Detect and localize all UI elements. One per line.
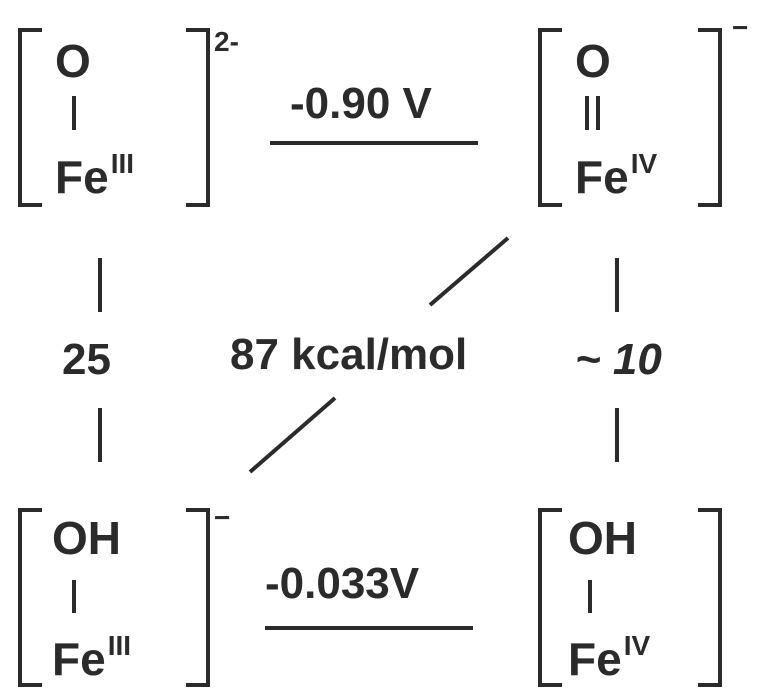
left-pka-value: 25 [62,335,111,384]
hydroxo-fe4-ligand: OH [568,512,637,564]
bracket-left-hydroxo-fe4 [538,508,562,687]
hydroxo-fe4-metal-symbol: Fe [568,633,622,685]
hydroxo-fe3-ligand: OH [52,512,121,564]
hydroxo-fe4-oxidation-state: IV [623,630,651,661]
oxo-fe3-metal-symbol: Fe [55,151,109,203]
oxo-fe4-ligand: O [575,35,611,87]
oxo-fe3-charge: 2- [214,26,239,57]
hydroxo-fe3-charge: − [214,502,231,533]
oxo-fe4-oxidation-state: IV [630,148,658,179]
oxo-fe3-metal: FeIII [55,148,135,203]
top-redox-potential: -0.90 V [290,79,432,128]
bracket-right-hydroxo-fe4 [698,508,722,687]
bracket-left-oxo-fe4 [538,28,562,207]
diagonal-bond-energy: 87 kcal/mol [230,330,468,379]
diagonal-line-lower [248,396,337,474]
hydroxo-fe3-metal-symbol: Fe [52,633,106,685]
oxo-fe3-oxidation-state: III [110,148,135,179]
bracket-left-hydroxo-fe3 [18,508,42,687]
bottom-redox-potential: -0.033V [265,559,420,608]
bracket-right-oxo-fe4 [698,28,722,207]
bracket-right-oxo-fe3 [186,28,210,207]
hydroxo-fe4-metal: FeIV [568,630,651,685]
bracket-right-hydroxo-fe3 [186,508,210,687]
diagonal-line-upper [428,236,510,307]
hydroxo-fe3-oxidation-state: III [107,630,132,661]
right-pka-value: ~ 10 [575,335,662,384]
oxo-fe4-metal-symbol: Fe [575,151,629,203]
oxo-fe4-metal: FeIV [575,148,658,203]
oxo-fe4-charge: − [732,12,749,43]
hydroxo-fe3-metal: FeIII [52,630,132,685]
oxo-fe3-ligand: O [55,35,91,87]
bracket-left-oxo-fe3 [18,28,42,207]
